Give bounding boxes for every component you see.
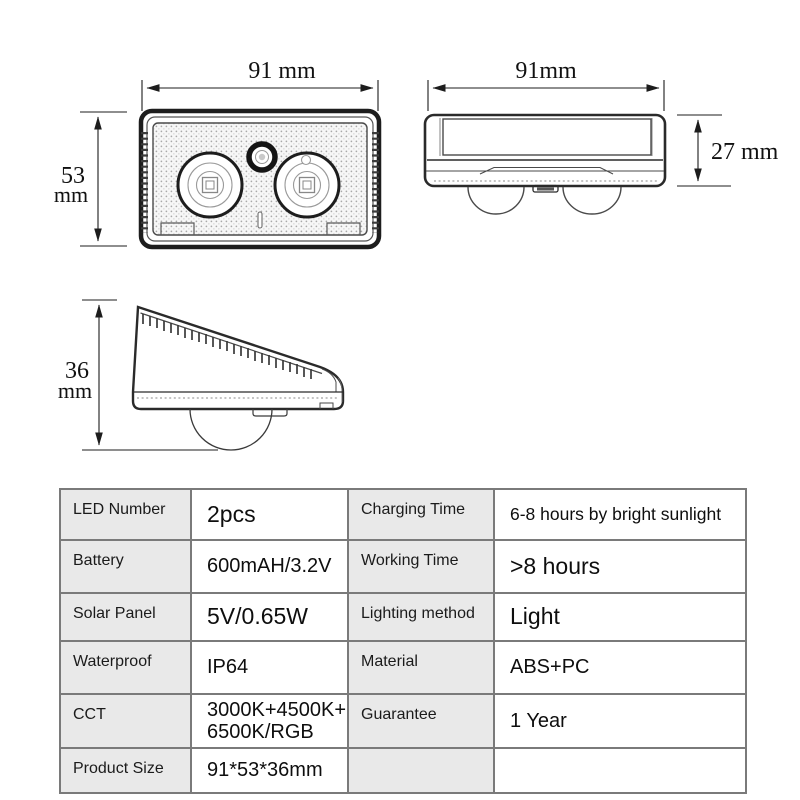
spec-value-led-number: 2pcs (191, 489, 348, 540)
spec-label-waterproof: Waterproof (60, 641, 191, 694)
led-left (176, 151, 244, 219)
spec-label-empty (348, 748, 494, 793)
product-diagrams: 91 mm 53 mm 91mm 27 mm 36 mm (54, 58, 779, 451)
top-dome-left (467, 186, 525, 215)
front-center-slot (257, 211, 263, 229)
side-heatsink-fins (142, 314, 312, 379)
spec-label-led-number: LED Number (60, 489, 191, 540)
spec-value-battery: 600mAH/3.2V (191, 540, 348, 593)
front-height-value: 53 (61, 163, 85, 189)
front-view-diagram (138, 108, 382, 250)
spec-label-charging-time: Charging Time (348, 489, 494, 540)
spec-value-empty (494, 748, 746, 793)
spec-label-lighting-method: Lighting method (348, 593, 494, 641)
front-height-dimension: 53 mm (54, 111, 127, 247)
spec-label-battery: Battery (60, 540, 191, 593)
extension-lines (82, 299, 218, 451)
side-outer-body (131, 305, 345, 411)
spec-value-cct: 3000K+4500K+ 6500K/RGB (191, 694, 348, 748)
side-dome-lens (189, 408, 273, 451)
spec-table: LED Number 2pcs Charging Time 6-8 hours … (59, 488, 747, 794)
side-view-diagram (131, 305, 345, 451)
extension-lines (141, 80, 379, 111)
spec-label-solar-panel: Solar Panel (60, 593, 191, 641)
front-height-unit: mm (54, 182, 88, 207)
top-solar-window (442, 118, 652, 156)
top-mount-tab (532, 184, 559, 193)
front-width-dimension: 91 mm (141, 58, 379, 111)
top-dome-right (562, 186, 622, 215)
side-mount-tab (252, 409, 288, 417)
spec-value-guarantee: 1 Year (494, 694, 746, 748)
side-height-dimension: 36 mm (58, 299, 218, 451)
spec-label-material: Material (348, 641, 494, 694)
top-width-label: 91mm (515, 58, 577, 84)
spec-value-charging-time: 6-8 hours by bright sunlight (494, 489, 746, 540)
top-width-dimension: 91mm (427, 58, 665, 111)
light-sensor (246, 141, 278, 173)
spec-value-solar-panel: 5V/0.65W (191, 593, 348, 641)
spec-value-waterproof: IP64 (191, 641, 348, 694)
extension-lines (677, 114, 731, 187)
led-right (273, 151, 341, 219)
spec-label-working-time: Working Time (348, 540, 494, 593)
spec-label-guarantee: Guarantee (348, 694, 494, 748)
front-bottom-notches (160, 222, 361, 235)
side-height-value: 36 (65, 358, 89, 384)
spec-value-product-size: 91*53*36mm (191, 748, 348, 793)
top-depth-dimension: 27 mm (677, 114, 779, 187)
top-view-diagram (423, 113, 667, 215)
extension-lines (80, 111, 127, 247)
spec-label-product-size: Product Size (60, 748, 191, 793)
front-width-label: 91 mm (248, 58, 316, 84)
spec-label-cct: CCT (60, 694, 191, 748)
side-height-unit: mm (58, 378, 92, 403)
spec-value-lighting-method: Light (494, 593, 746, 641)
spec-value-working-time: >8 hours (494, 540, 746, 593)
top-depth-label: 27 mm (711, 139, 779, 165)
extension-lines (427, 80, 665, 111)
top-outer-body (423, 113, 667, 188)
spec-value-material: ABS+PC (494, 641, 746, 694)
